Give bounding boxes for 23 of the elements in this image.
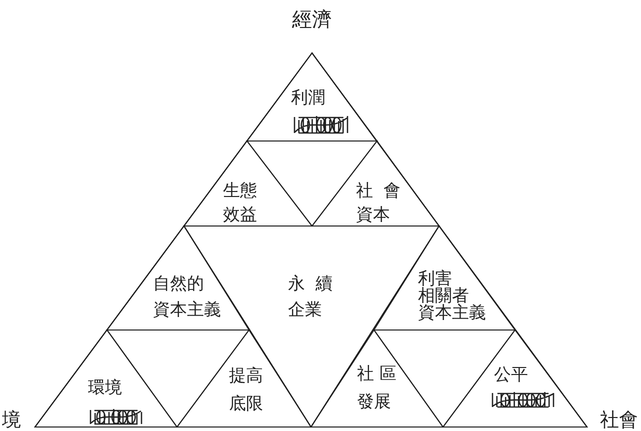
section-label: 永 續企業 xyxy=(288,272,334,322)
section-label: 利害相關者資本主義 xyxy=(418,271,487,322)
triangle-section xyxy=(442,329,588,428)
section-label: 公平 xyxy=(494,364,529,385)
section-label: 社 區發展 xyxy=(357,362,398,414)
triangle-section xyxy=(176,329,312,428)
corner-label: 社會 xyxy=(600,410,638,430)
triangle-section xyxy=(34,329,178,428)
section-label: 利潤 xyxy=(291,88,326,108)
triangle-section xyxy=(106,225,250,331)
triangle-section xyxy=(183,140,313,227)
corner-label: 經濟 xyxy=(292,6,332,31)
corner-label: 境 xyxy=(2,410,21,430)
section-label: 環境 xyxy=(88,378,123,398)
triangle-section xyxy=(246,52,378,142)
section-label: 社 會資本 xyxy=(356,180,402,227)
triangle-section xyxy=(373,225,516,331)
triangle-section xyxy=(310,329,444,428)
section-label: 提高底限 xyxy=(229,364,264,416)
triangle-section xyxy=(311,140,440,227)
section-label: 自然的資本主義 xyxy=(153,272,222,322)
triangle-section xyxy=(183,52,440,227)
section-label: 生態效益 xyxy=(223,180,258,227)
